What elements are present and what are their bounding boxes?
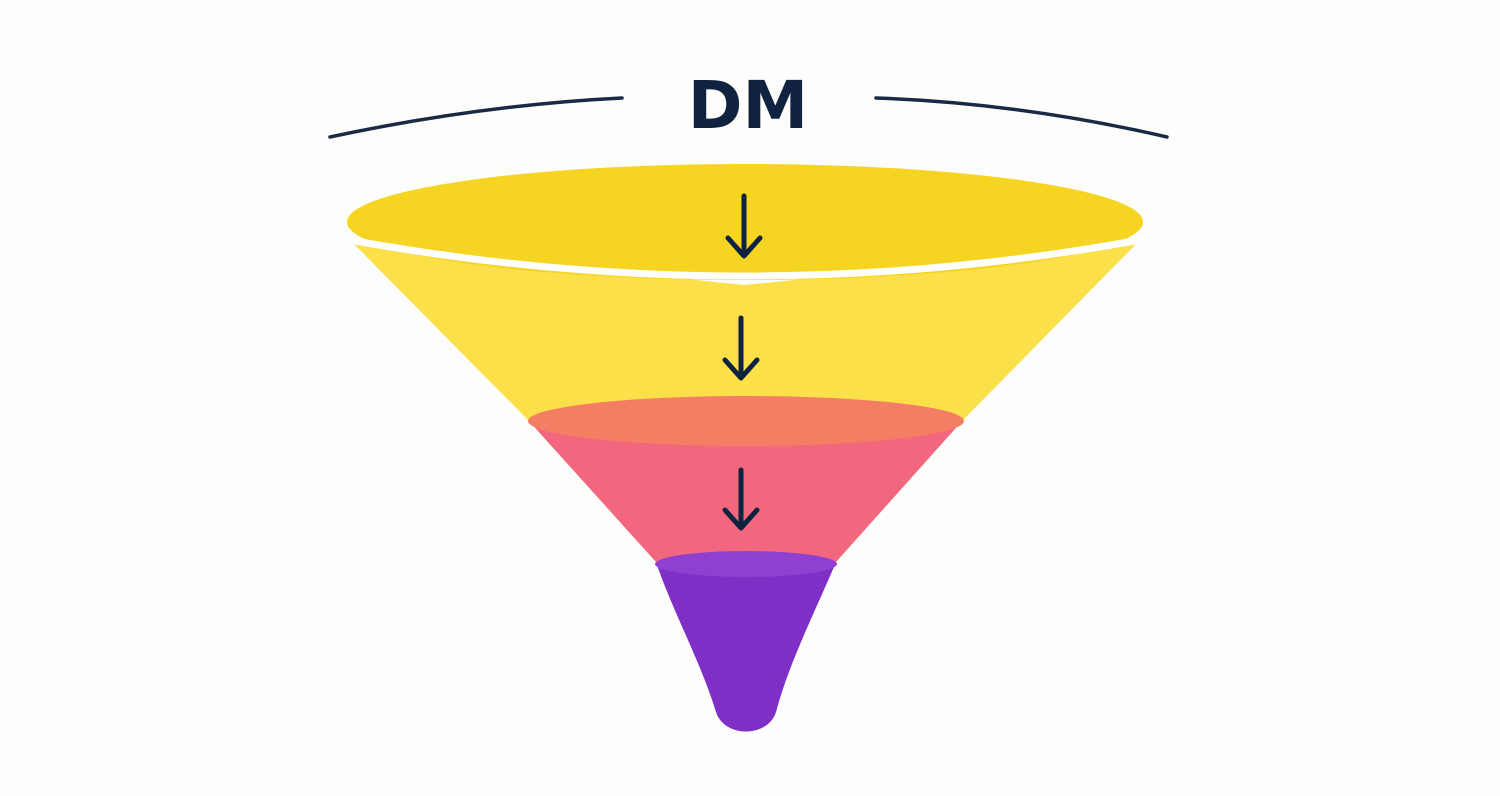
title-bracket-right xyxy=(874,96,1169,139)
funnel-middle-rim xyxy=(528,396,964,446)
funnel-top-stage xyxy=(348,238,1142,420)
down-arrow-icon xyxy=(722,467,760,531)
funnel-bottom-stage xyxy=(656,562,836,732)
funnel-rim-highlight xyxy=(346,236,1144,280)
diagram-title: DM xyxy=(688,67,808,144)
down-arrow-icon xyxy=(722,315,760,381)
funnel-bottom-rim xyxy=(655,551,837,577)
title-bracket-left xyxy=(328,96,624,139)
down-arrow-icon xyxy=(725,193,763,259)
funnel-middle-stage xyxy=(528,420,963,562)
